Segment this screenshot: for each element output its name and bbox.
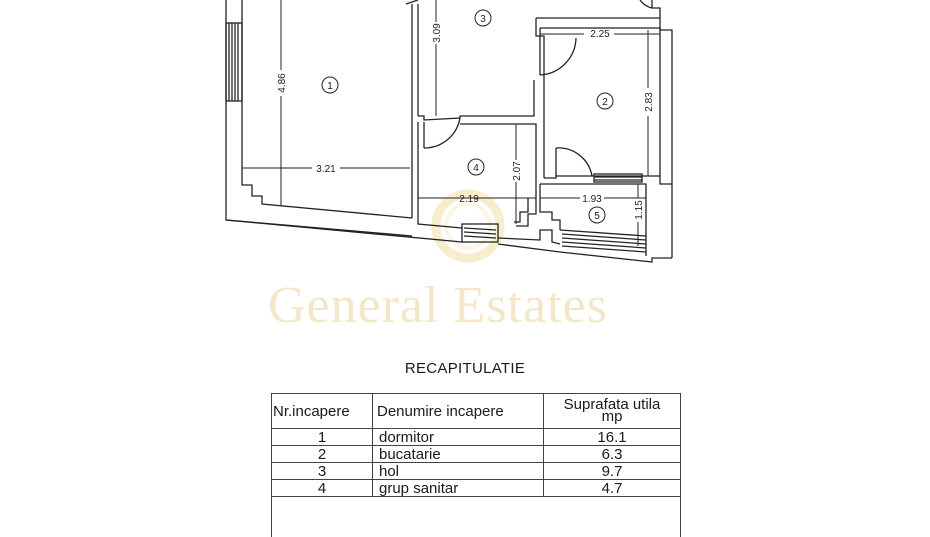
table-row: 3 hol 9.7 xyxy=(272,463,681,480)
cell-name: dormitor xyxy=(373,429,544,446)
cell-nr: 3 xyxy=(272,463,373,480)
dim-room4-width: 2.19 xyxy=(459,194,479,205)
dim-room1-width: 3.21 xyxy=(316,164,336,175)
header-area-line2: mp xyxy=(602,408,623,425)
header-name: Denumire incapere xyxy=(373,394,544,429)
dim-room4-height: 2.07 xyxy=(512,161,523,181)
dim-room3-height: 3.09 xyxy=(432,23,443,43)
room-label-2: 2 xyxy=(602,97,608,108)
cell-nr: 1 xyxy=(272,429,373,446)
cell-area: 6.3 xyxy=(544,446,681,463)
cell-nr: 4 xyxy=(272,480,373,497)
cell-name: grup sanitar xyxy=(373,480,544,497)
recap-title: RECAPITULATIE xyxy=(0,360,930,377)
dim-room2-width: 2.25 xyxy=(590,29,610,40)
room-label-3: 3 xyxy=(480,14,486,25)
cell-nr: 2 xyxy=(272,446,373,463)
room-label-4: 4 xyxy=(473,163,479,174)
cell-area: 16.1 xyxy=(544,429,681,446)
room-label-1: 1 xyxy=(327,81,333,92)
table-header-row: Nr.incapere Denumire incapere Suprafata … xyxy=(272,394,681,429)
dim-room5-height: 1.15 xyxy=(634,200,645,220)
blank-cell xyxy=(272,497,681,537)
recap-table: Nr.incapere Denumire incapere Suprafata … xyxy=(271,393,681,537)
header-nr: Nr.incapere xyxy=(272,394,373,429)
dim-room2-height: 2.83 xyxy=(644,92,655,112)
table-row: 1 dormitor 16.1 xyxy=(272,429,681,446)
dim-room5-width: 1.93 xyxy=(582,194,602,205)
cell-name: hol xyxy=(373,463,544,480)
room-label-5: 5 xyxy=(594,211,600,222)
table-row: 2 bucatarie 6.3 xyxy=(272,446,681,463)
cell-area: 9.7 xyxy=(544,463,681,480)
table-row-blank xyxy=(272,497,681,537)
table-row: 4 grup sanitar 4.7 xyxy=(272,480,681,497)
cell-area: 4.7 xyxy=(544,480,681,497)
watermark-text: General Estates xyxy=(268,276,668,335)
cell-name: bucatarie xyxy=(373,446,544,463)
dim-room1-height: 4.86 xyxy=(277,73,288,93)
